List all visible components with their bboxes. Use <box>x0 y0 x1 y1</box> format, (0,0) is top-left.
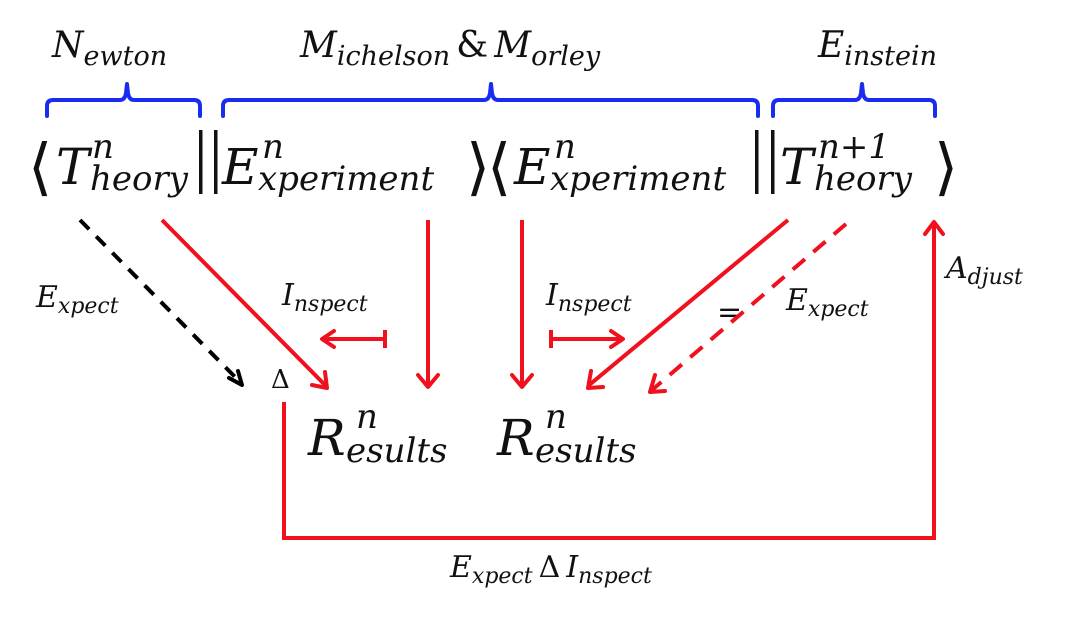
term-theory-n-sup: n <box>92 127 114 167</box>
arrow-expect-right <box>648 222 848 394</box>
term-experiment-bra-sup: n <box>554 127 576 167</box>
bar-3 <box>755 130 759 194</box>
bar-1 <box>199 130 203 194</box>
arrow-experiment-to-results-left <box>416 220 440 389</box>
svg-text:esults: esults <box>346 431 447 471</box>
ket-close-angle: ⟩ <box>466 130 490 203</box>
term-theory-next-sup: n+1 <box>818 127 890 167</box>
arrow-experiment-to-results-right <box>510 220 534 389</box>
node-results-left: R n esults <box>307 397 447 471</box>
term-experiment-ket-sub: xperiment <box>258 159 434 199</box>
label-inspect-right: Inspect <box>545 278 632 317</box>
equation-row: ⟨ T n heory E n xperiment ⟩ ⟨ E n xperim… <box>28 127 958 203</box>
bar-2 <box>214 130 218 194</box>
svg-text:R: R <box>496 409 535 467</box>
term-theory-next-sub: heory <box>814 159 913 199</box>
bra-open-angle-2: ⟨ <box>487 130 511 203</box>
bar-4 <box>771 130 775 194</box>
arrow-inspect-left <box>320 329 387 349</box>
label-expect-left: Expect <box>35 280 119 319</box>
arrow-inspect-right <box>549 329 625 349</box>
term-theory-next: T <box>780 138 817 196</box>
label-equals: = <box>717 295 742 330</box>
node-delta: Δ <box>271 365 290 395</box>
arrow-expect-left <box>78 218 244 387</box>
arrow-theory-to-results <box>160 218 329 390</box>
term-theory-n: T <box>56 138 93 196</box>
term-theory-n-sub: heory <box>90 159 189 199</box>
label-michelson-morley: Michelson&Morley <box>299 25 601 72</box>
term-experiment-bra-sub: xperiment <box>550 159 726 199</box>
arrow-theory-next-to-results <box>586 218 790 390</box>
term-experiment-ket: E <box>221 138 259 196</box>
term-experiment-ket-sup: n <box>262 127 284 167</box>
brace-newton <box>45 82 202 118</box>
label-inspect-left: Inspect <box>281 278 368 317</box>
brace-einstein <box>771 82 937 118</box>
svg-text:esults: esults <box>535 431 636 471</box>
node-results-right: R n esults <box>496 397 636 471</box>
svg-text:n: n <box>356 397 378 437</box>
label-expect-right: Expect <box>785 283 869 322</box>
svg-text:n: n <box>545 397 567 437</box>
label-einstein: Einstein <box>817 25 937 72</box>
term-experiment-bra: E <box>513 138 551 196</box>
svg-text:R: R <box>307 409 346 467</box>
label-adjust: Adjust <box>943 251 1023 290</box>
label-newton: Newton <box>51 25 167 72</box>
brace-michelson-morley <box>221 82 760 118</box>
arrow-feedback-loop <box>282 220 945 540</box>
ket-close-angle-2: ⟩ <box>934 130 958 203</box>
bra-open-angle: ⟨ <box>28 130 52 203</box>
